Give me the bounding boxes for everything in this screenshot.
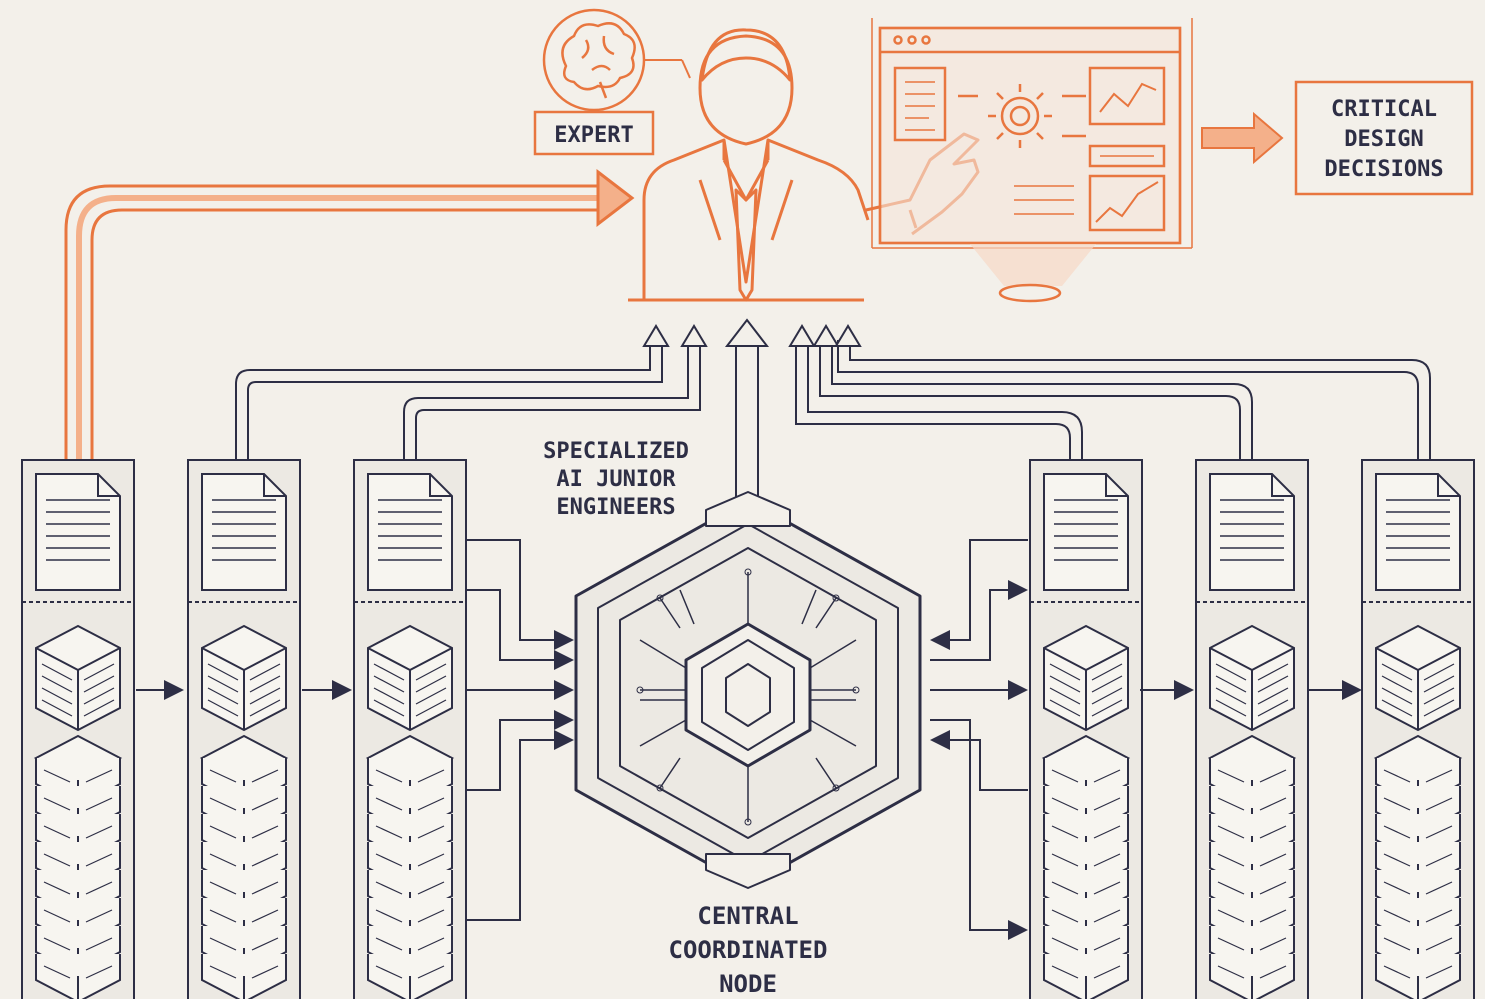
agent-column (187, 459, 301, 999)
cube-icon (1375, 624, 1461, 732)
specialized-label-line2: AI JUNIOR (556, 467, 676, 492)
agent-column (1029, 459, 1143, 999)
server-stack-icon (365, 734, 455, 999)
cube-icon (35, 624, 121, 732)
central-label-line1: CENTRAL (697, 902, 798, 930)
server-stack-icon (33, 734, 123, 999)
cube-icon (367, 624, 453, 732)
agent-column (353, 459, 467, 999)
server-stack-icon (1373, 734, 1463, 999)
server-stack-icon (199, 734, 289, 999)
brain-icon (542, 8, 646, 112)
agent-column (1195, 459, 1309, 999)
orange-flow-to-expert (64, 168, 635, 460)
expert-label-box (533, 110, 655, 156)
critical-decisions-box (1294, 80, 1474, 196)
arrow-to-decisions (1201, 111, 1284, 165)
server-stack-icon (1041, 734, 1131, 999)
specialized-label-line3: ENGINEERS (556, 495, 675, 520)
agent-column (21, 459, 135, 999)
cube-icon (201, 624, 287, 732)
expert-label: EXPERT (554, 123, 633, 148)
hexagon-circuit-icon (574, 491, 922, 889)
server-stack-icon (1207, 734, 1297, 999)
document-icon (35, 473, 121, 591)
critical-decisions-line2: DESIGN (1344, 127, 1423, 152)
document-icon (1043, 473, 1129, 591)
specialized-label-line1: SPECIALIZED (543, 439, 689, 464)
cube-icon (1209, 624, 1295, 732)
critical-decisions-line3: DECISIONS (1324, 157, 1443, 182)
central-label-line2: COORDINATED (669, 936, 828, 964)
central-label-line3: NODE (719, 970, 777, 998)
left-input-arrows (464, 539, 574, 921)
agent-column (1361, 459, 1475, 999)
document-icon (367, 473, 453, 591)
document-icon (201, 473, 287, 591)
document-icon (1375, 473, 1461, 591)
agent-columns (21, 459, 1475, 999)
upward-arrowheads (642, 318, 862, 347)
critical-decisions-line1: CRITICAL (1331, 97, 1437, 122)
document-icon (1209, 473, 1295, 591)
cube-icon (1043, 624, 1129, 732)
right-io-arrows (930, 539, 1028, 940)
presentation-screen-icon (871, 18, 1193, 303)
upward-data-pipes (235, 340, 1431, 500)
